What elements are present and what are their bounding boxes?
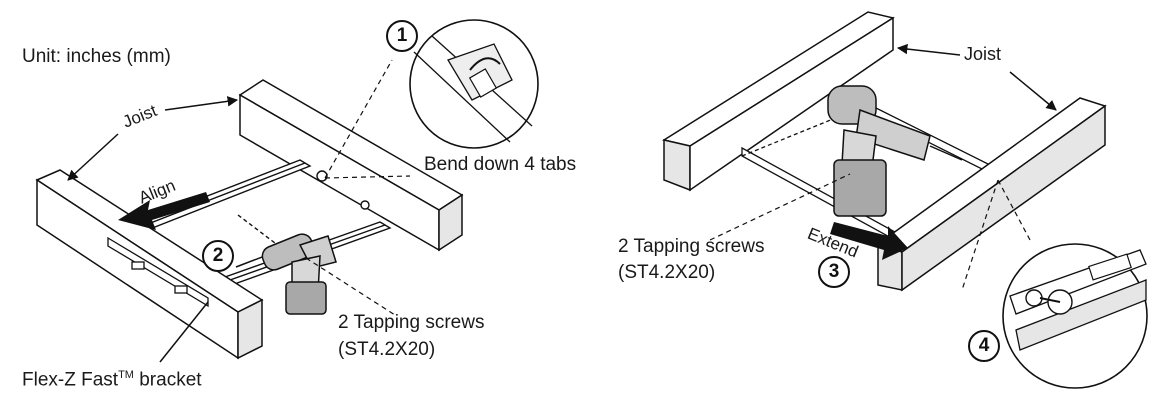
leader-detail-1 [324,59,393,179]
magnifier-detail-icon-4 [1002,243,1148,389]
joist-leader-right-b [1009,71,1057,111]
left-back-joist [238,79,464,252]
bracket-label: Flex-Z FastTM bracket [22,364,202,391]
step-1-badge: 1 [386,20,418,52]
joist-leader-left-a [67,133,119,181]
joist-leader-left-b [164,96,239,111]
joist-leader-right-a [896,43,961,56]
bracket-name: Flex-Z Fast [22,369,119,391]
leader-screws-right [709,173,851,241]
unit-note: Unit: inches (mm) [22,46,171,67]
drill-icon [235,233,337,315]
bracket-suffix: bracket [133,369,202,391]
left-bracket-front [107,236,209,308]
screws-label-right: 2 Tapping screws [618,236,765,257]
bend-tabs-caption: Bend down 4 tabs [424,154,577,175]
drill-icon-right [827,85,963,217]
leader-detail-4a [961,179,999,291]
step-4-badge: 4 [968,330,1000,362]
step-2-badge: 2 [202,240,234,272]
bracket-tm: TM [118,369,134,381]
arrow-right-icon [830,222,908,260]
right-back-joist [662,11,895,192]
bracket-leader [159,301,209,363]
screws-label-left: 2 Tapping screws [338,312,485,333]
screws-spec-right: (ST4.2X20) [618,262,716,283]
magnifier-detail-icon [409,19,539,149]
leader-detail-4b [997,179,1031,241]
step-3-badge: 3 [818,256,850,288]
screws-spec-left: (ST4.2X20) [338,339,436,360]
arrow-left-icon [118,192,210,230]
joist-label-right: Joist [964,44,1002,64]
